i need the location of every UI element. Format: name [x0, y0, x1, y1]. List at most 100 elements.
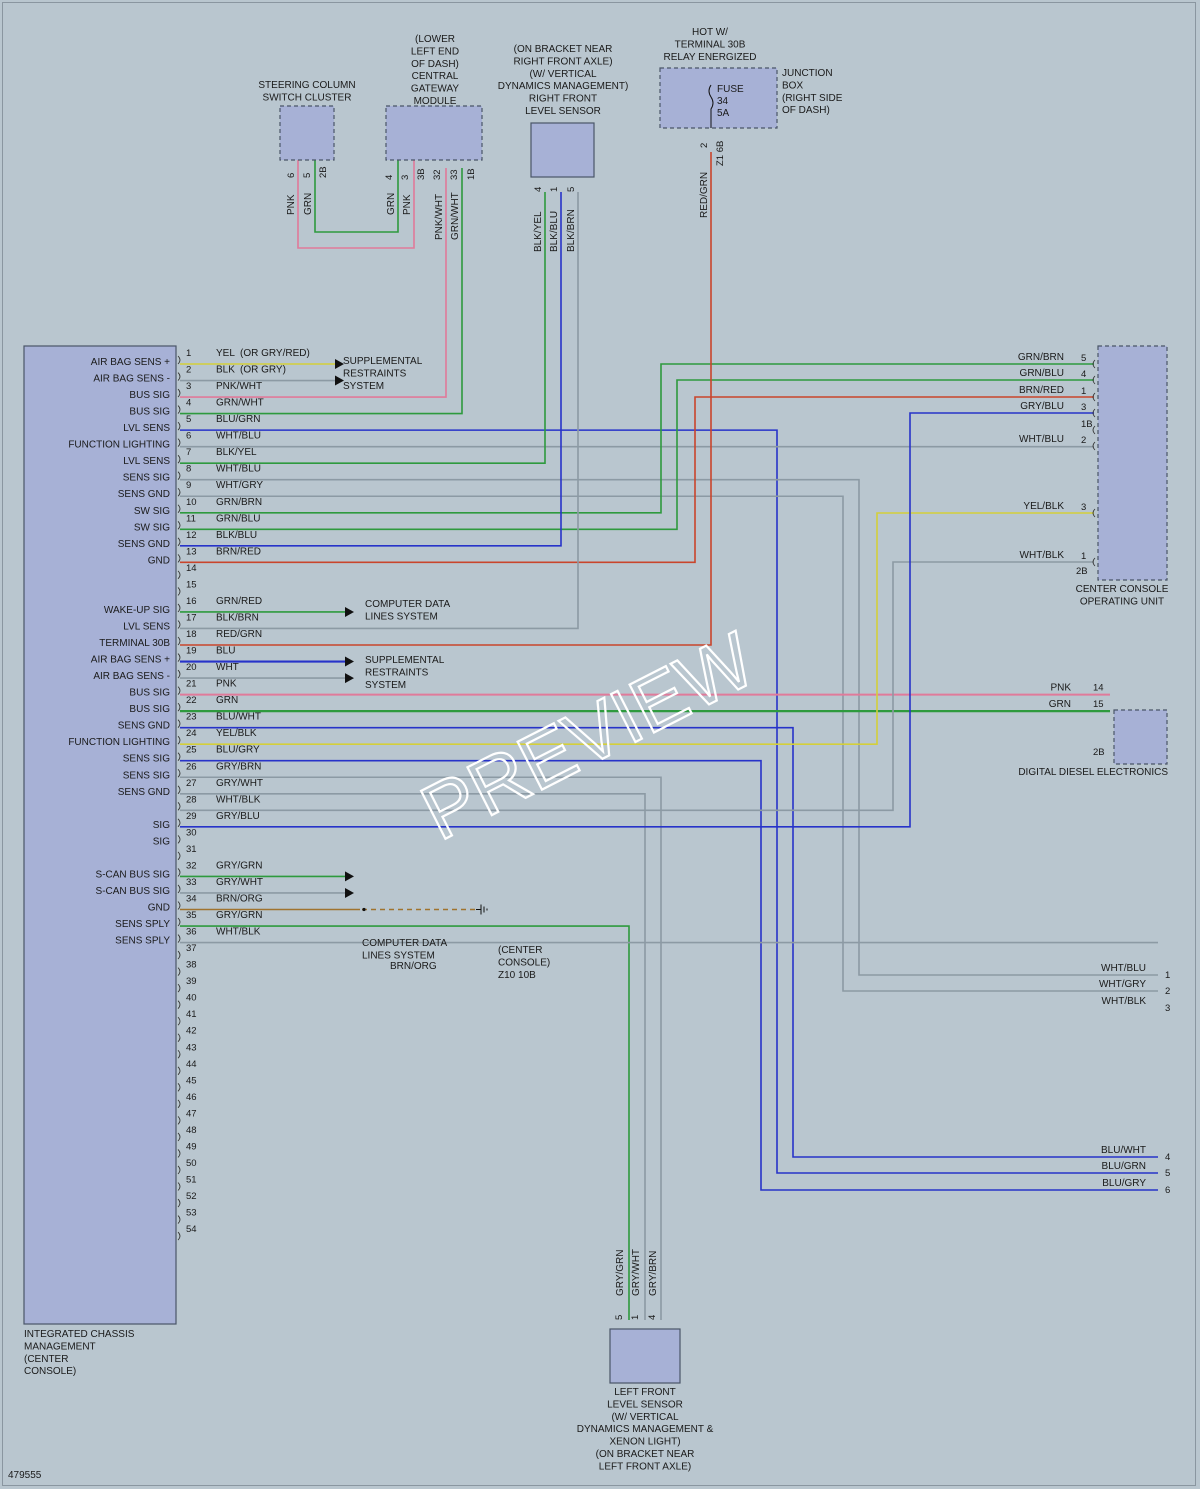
icm-pin-function: BUS SIG	[129, 390, 170, 401]
icm-pin-mark	[177, 768, 181, 778]
icm-pin-function: WAKE-UP SIG	[104, 605, 170, 616]
icm-pin-function: SENS SIG	[123, 754, 170, 765]
icm-pin-mark	[177, 901, 181, 910]
icm-pin-function: LVL SENS	[123, 456, 170, 467]
wire-label: PNK	[402, 194, 413, 215]
icm-pin-function: S-CAN BUS SIG	[96, 869, 171, 880]
connector-pin: 14	[1093, 683, 1104, 694]
wire-yel-blk	[180, 512, 1094, 745]
icm-pin-number: 22	[186, 695, 197, 706]
icm-pin-mark	[177, 868, 181, 877]
wire-gry-brn	[180, 776, 662, 1320]
wire-blk-blu	[180, 192, 562, 547]
module-layer	[23, 67, 1168, 1384]
icm-pin-mark	[177, 802, 181, 811]
wire-label: GRY/BRN	[648, 1251, 659, 1296]
srs-label: SUPPLEMENTAL	[343, 356, 423, 367]
srs-arrow	[345, 656, 354, 667]
ground-label: Z10 10B	[498, 970, 536, 981]
icm-pin-number: 4	[186, 398, 191, 409]
connector-pin: 4	[384, 175, 395, 180]
fuse-label: 34	[717, 96, 729, 107]
icm-pin-mark	[177, 620, 181, 629]
icm-pin-mark	[177, 752, 181, 762]
connector-pin: 1	[1081, 551, 1086, 562]
icm-pin-number: 27	[186, 778, 197, 789]
srs-label: SYSTEM	[343, 381, 384, 392]
connector-pin: 1	[1081, 386, 1086, 397]
left-level-sensor-name: (ON BRACKET NEAR	[596, 1449, 695, 1460]
wire-label: GRY/WHT	[631, 1249, 642, 1296]
steering-column-name: STEERING COLUMN	[258, 80, 355, 91]
icm-pin-function: SENS GND	[118, 489, 170, 500]
icm-wire-color: GRN/BRN	[216, 497, 262, 508]
icm-pin-mark	[177, 702, 181, 712]
icm-pin-number: 46	[186, 1092, 197, 1103]
icm-pin-number: 11	[186, 513, 196, 524]
icm-pin-mark	[177, 719, 181, 728]
icm-pin-function: GND	[148, 902, 170, 913]
wire-label: PNK	[1050, 683, 1071, 694]
connector-id: 2B	[1093, 747, 1105, 758]
connector-pin: 2	[699, 143, 710, 148]
gateway-name: CENTRAL	[412, 71, 459, 82]
wire-gry-grn-2	[180, 925, 630, 1320]
icm-pin-number: 23	[186, 712, 197, 723]
preview-watermark: PREVIEW	[408, 615, 769, 857]
icm-pin-function: SENS SIG	[123, 473, 170, 484]
icm-wire-color: GRY/GRN	[216, 860, 263, 871]
wire-label: PNK	[286, 194, 297, 215]
icm-pin-number: 33	[186, 877, 197, 888]
icm-pin-number: 53	[186, 1208, 197, 1219]
icm-pin-mark	[177, 653, 181, 662]
wire-label: WHT/BLK	[1020, 550, 1065, 561]
center-console-unit-name: OPERATING UNIT	[1080, 596, 1164, 607]
icm-pin-mark	[177, 372, 181, 381]
icm-pin-function: SIG	[153, 820, 170, 831]
icm-wire-color: WHT/BLU	[216, 431, 261, 442]
wire-label: BLK/BLU	[549, 211, 560, 252]
icm-pin-number: 18	[186, 629, 197, 640]
icm-pin-mark	[177, 686, 181, 695]
unit-pin-mark	[1092, 441, 1096, 451]
icm-wire-color: BLU/GRY	[216, 745, 260, 756]
wire-label: GRN	[1049, 699, 1071, 710]
icm-wire-color: GRY/WHT	[216, 877, 263, 888]
wire-label: PNK/WHT	[434, 194, 445, 240]
icm-wire-color: BLU/WHT	[216, 712, 261, 723]
junction-box-name: OF DASH)	[782, 105, 830, 116]
icm-pin-number: 43	[186, 1042, 197, 1053]
wire-grn-scs	[314, 160, 399, 233]
icm-pin-number: 51	[186, 1175, 197, 1186]
wire-label: WHT/BLU	[1101, 963, 1146, 974]
icm-pin-mark	[177, 917, 181, 927]
icm-pin-mark	[177, 355, 181, 365]
gateway-name: MODULE	[414, 96, 457, 107]
icm-pin-number: 8	[186, 464, 191, 475]
icm-pin-number: 1	[186, 348, 191, 359]
icm-pin-mark	[177, 1033, 181, 1043]
icm-wire-color: GRN/RED	[216, 596, 262, 607]
icm-wire-color: GRY/BRN	[216, 761, 261, 772]
icm-pin-mark	[177, 487, 181, 497]
connector-pin: Z1 6B	[715, 141, 726, 166]
icm-pin-mark	[177, 1182, 181, 1191]
left-level-sensor-name: DYNAMICS MANAGEMENT &	[577, 1424, 714, 1435]
wire-label: GRY/GRN	[615, 1250, 626, 1297]
icm-pin-mark	[177, 669, 181, 679]
connector-pin: 2	[1081, 435, 1086, 446]
unit-pin-mark	[1092, 408, 1096, 418]
connector-pin: 33	[449, 169, 460, 180]
srs-arrow	[335, 375, 344, 386]
wire-label: BRN/RED	[1019, 385, 1064, 396]
gateway-name: GATEWAY	[411, 84, 459, 95]
icm-pin-mark	[177, 818, 181, 828]
icm-pin-function: GND	[148, 555, 170, 566]
left-level-sensor-name: XENON LIGHT)	[609, 1437, 680, 1448]
icm-pin-function: TERMINAL 30B	[99, 638, 170, 649]
icm-pin-function: SENS SIG	[123, 770, 170, 781]
wire-blk-yel	[180, 192, 546, 464]
icm-pin-mark	[177, 1165, 181, 1175]
